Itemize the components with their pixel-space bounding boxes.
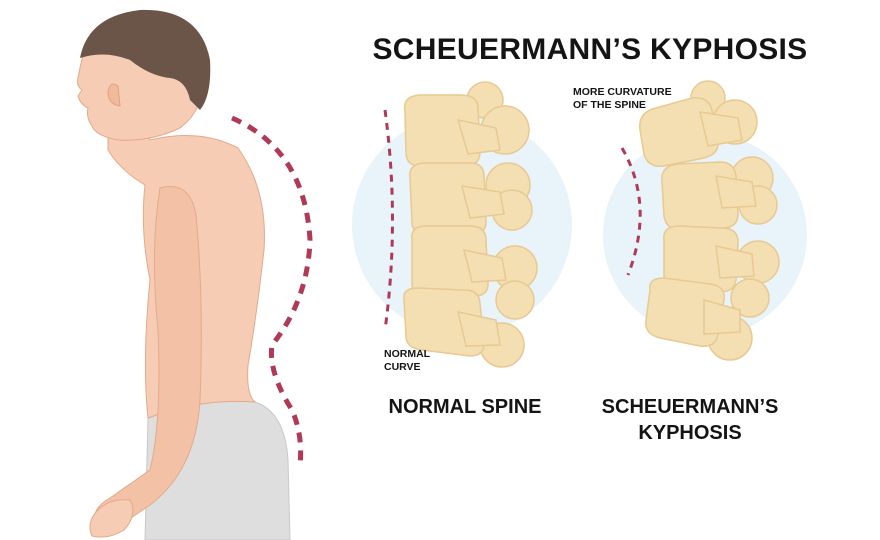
person-figure: [77, 9, 313, 540]
normal-vertebrae: [403, 94, 507, 357]
normal-curve-label-line2: CURVE: [384, 361, 421, 373]
kyphosis-caption: SCHEUERMANN’S KYPHOSIS: [575, 394, 805, 446]
kyphosis-vertebrae: [639, 97, 757, 347]
kyphosis-caption-line2: KYPHOSIS: [638, 422, 742, 444]
ear: [107, 83, 121, 107]
hair: [80, 9, 211, 110]
main-title: SCHEUERMANN’S KYPHOSIS: [372, 33, 808, 66]
kyphosis-curve-line: [620, 147, 642, 276]
more-curvature-label: MORE CURVATURE OF THE SPINE: [573, 86, 672, 112]
kyphosis-caption-line1: SCHEUERMANN’S: [601, 396, 779, 418]
normal-spine: [352, 81, 572, 368]
hand: [89, 499, 134, 538]
more-curvature-label-line1: MORE CURVATURE: [573, 86, 672, 98]
normal-curve-label-line1: NORMAL: [384, 348, 431, 360]
more-curvature-label-line2: OF THE SPINE: [573, 99, 646, 111]
normal-spine-caption: NORMAL SPINE: [388, 396, 542, 418]
posture-curve: [230, 115, 313, 466]
normal-curve-line: [383, 109, 394, 331]
kyphosis-spine: [603, 80, 807, 361]
normal-curve-label: NORMAL CURVE: [384, 348, 430, 374]
